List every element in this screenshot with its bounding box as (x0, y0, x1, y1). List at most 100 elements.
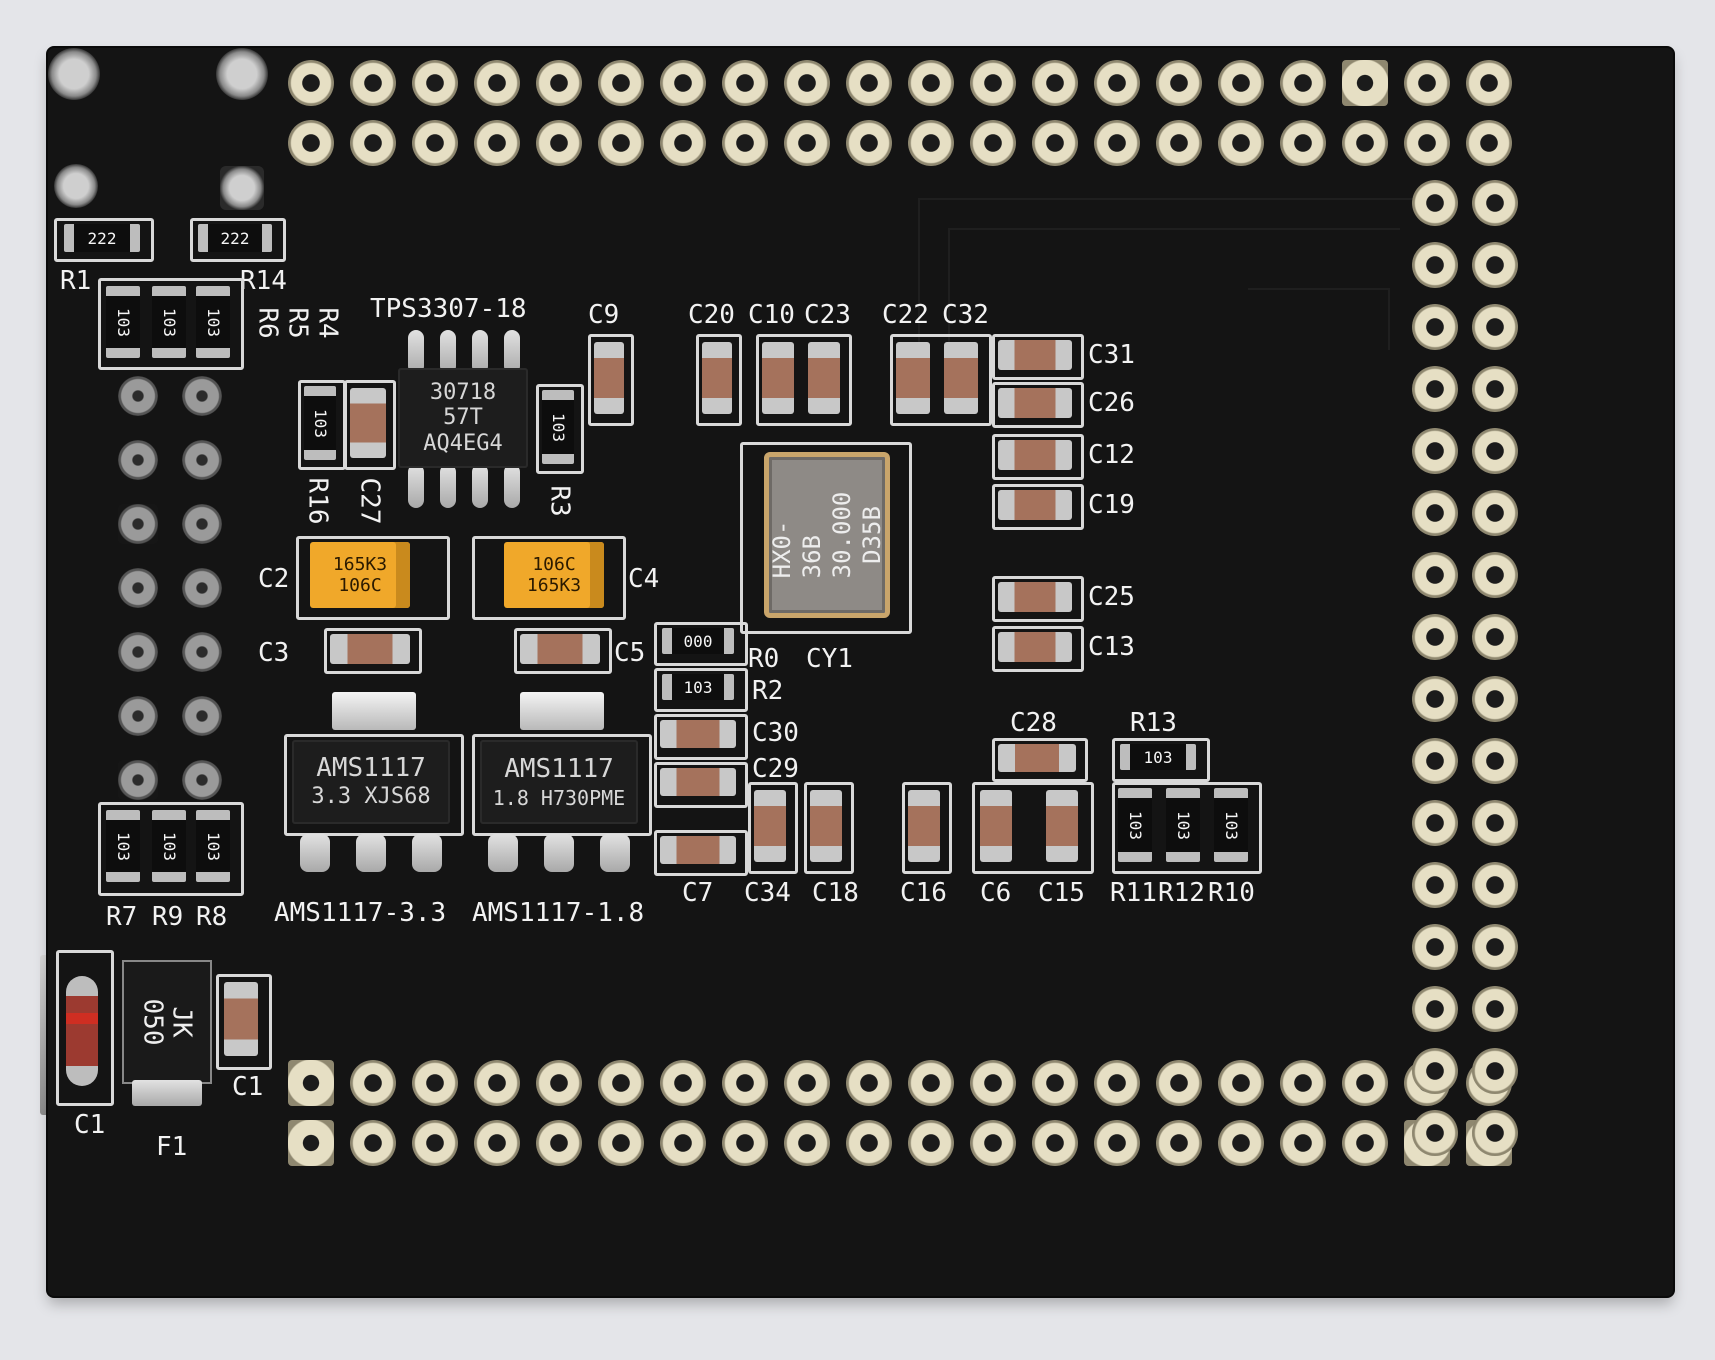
header-hole (288, 1120, 334, 1166)
resistor-code: 103 (113, 307, 133, 337)
header-hole (1412, 304, 1458, 350)
header-hole (1412, 242, 1458, 288)
c12-outline (992, 434, 1084, 480)
resistor-r7: 103 (106, 810, 140, 882)
header-hole (1412, 676, 1458, 722)
header-hole (1472, 676, 1518, 722)
capacitor-c30 (660, 720, 736, 748)
capacitor-c5 (520, 634, 600, 664)
header-hole (1472, 490, 1518, 536)
via (182, 504, 222, 544)
ams33-line2: 3.3 XJS68 (311, 784, 431, 810)
pcb-trace (1248, 288, 1390, 350)
label-r9: R9 (152, 902, 184, 932)
label-r4: R4 (313, 307, 343, 338)
header-hole (1472, 552, 1518, 598)
c3-outline (324, 628, 422, 674)
via (118, 568, 158, 608)
label-c16: C16 (900, 878, 947, 908)
mount-pad (220, 166, 264, 210)
ams33-line1: AMS1117 (316, 753, 426, 784)
header-hole (660, 1060, 706, 1106)
header-hole (1472, 242, 1518, 288)
header-hole (1472, 180, 1518, 226)
capacitor-c29 (660, 768, 736, 796)
mount-pad (48, 48, 100, 100)
header-hole (1032, 120, 1078, 166)
ic-tps-line2: 57T (443, 405, 483, 431)
header-hole (908, 60, 954, 106)
header-hole (784, 60, 830, 106)
resistor-code: 103 (1125, 810, 1145, 840)
header-hole (846, 60, 892, 106)
header-hole (1032, 1120, 1078, 1166)
ic-tps-line3: AQ4EG4 (423, 430, 503, 456)
header-hole (536, 1120, 582, 1166)
via (182, 376, 222, 416)
c5-outline (514, 628, 612, 674)
crystal-line1: HX0-36B (768, 520, 826, 579)
header-hole (1156, 120, 1202, 166)
c18-outline (804, 782, 854, 874)
label-c32: C32 (942, 300, 989, 330)
label-r10: R10 (1208, 878, 1255, 908)
ic-pin (440, 464, 456, 508)
label-c20: C20 (688, 300, 735, 330)
label-c25: C25 (1088, 582, 1135, 612)
label-r7: R7 (106, 902, 138, 932)
label-c9: C9 (588, 300, 620, 330)
label-c13: C13 (1088, 632, 1135, 662)
crystal-line2: 30.000 (828, 491, 856, 579)
via (182, 568, 222, 608)
pcb-trace (948, 228, 1400, 390)
c30-outline (654, 714, 748, 760)
header-hole (1280, 120, 1326, 166)
header-hole (1472, 304, 1518, 350)
label-r16: R16 (302, 478, 332, 525)
label-r11: R11 (1110, 878, 1157, 908)
c2-outline (296, 536, 450, 620)
capacitor-c15 (1046, 790, 1078, 862)
label-c22: C22 (882, 300, 929, 330)
label-r14: R14 (240, 266, 287, 296)
header-hole (598, 1120, 644, 1166)
label-r5: R5 (283, 307, 313, 338)
r0-outline (654, 622, 748, 666)
header-hole (1280, 1060, 1326, 1106)
header-hole (474, 1120, 520, 1166)
label-cy1: CY1 (806, 644, 853, 674)
regulator-pin (544, 834, 574, 872)
header-hole (1472, 1048, 1518, 1094)
header-hole (1156, 1120, 1202, 1166)
header-hole (1412, 614, 1458, 660)
capacitor-c22 (896, 342, 930, 414)
ic-tps-line1: 30718 (429, 380, 497, 406)
ic-tps3307: 30718 57T AQ4EG4 (398, 368, 528, 468)
resistor-code: 103 (203, 307, 223, 337)
label-ams1117-3v3: AMS1117-3.3 (274, 898, 447, 928)
resistor-r14: 222 (198, 224, 272, 252)
resistor-code: 103 (683, 677, 713, 697)
regulator-pin (488, 834, 518, 872)
label-c27: C27 (354, 478, 384, 525)
header-hole (1342, 1120, 1388, 1166)
resistor-r8: 103 (196, 810, 230, 882)
header-hole (1218, 1120, 1264, 1166)
resistor-r4: 103 (196, 286, 230, 358)
label-c29: C29 (752, 754, 799, 784)
header-hole (350, 1060, 396, 1106)
regulator-pin (356, 834, 386, 872)
header-hole (1280, 60, 1326, 106)
capacitor-c20 (702, 342, 732, 414)
label-ams1117-1v8: AMS1117-1.8 (472, 898, 645, 928)
header-hole (1032, 1060, 1078, 1106)
r2-outline (654, 668, 748, 712)
ams18-line1: AMS1117 (504, 754, 614, 785)
header-hole (722, 60, 768, 106)
pcb-trace (918, 198, 1420, 400)
header-hole (1472, 924, 1518, 970)
resistor-code: 103 (159, 307, 179, 337)
via (182, 440, 222, 480)
capacitor-c1 (224, 982, 258, 1056)
ic-pin (504, 330, 520, 374)
